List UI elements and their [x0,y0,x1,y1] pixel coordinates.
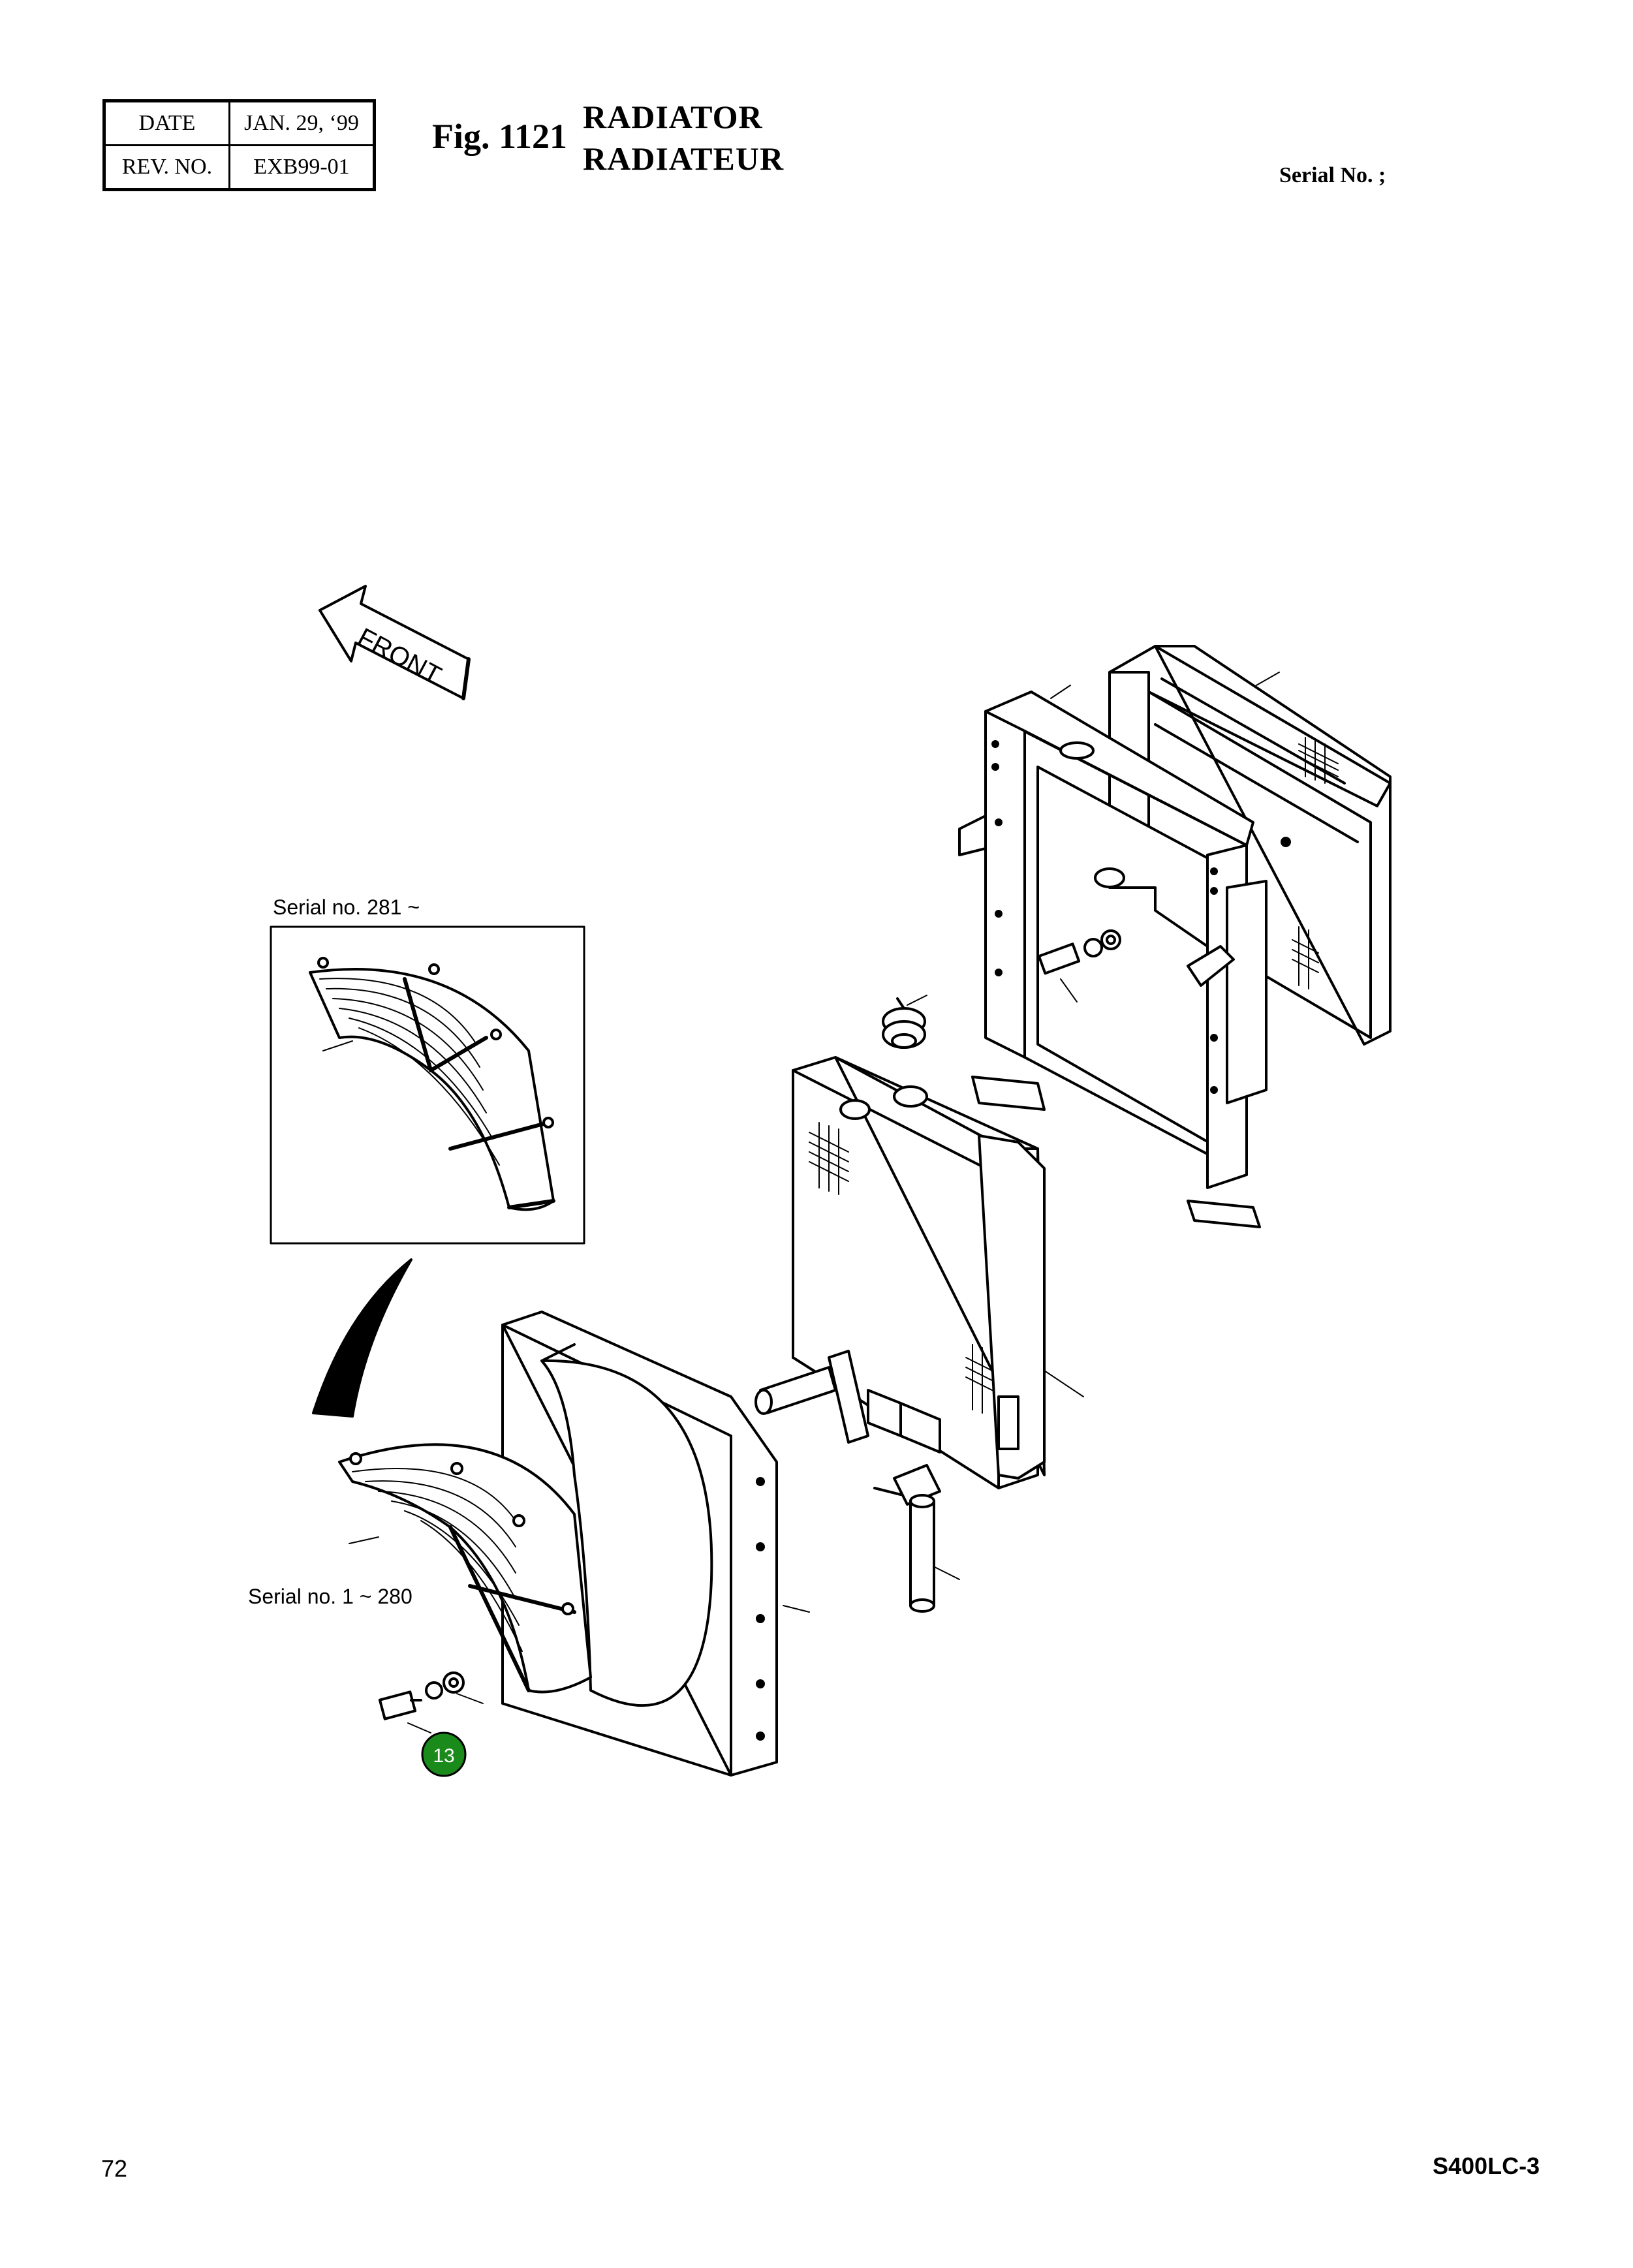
fan-ring-early [338,1443,592,1694]
page-number: 72 [101,2155,128,2182]
figure-number: Fig. 1121 [432,117,568,156]
main-serial-label: Serial no. 1 ~ 280 [248,1585,412,1608]
serial-number-label: Serial No. ; [1279,163,1386,187]
title-english: RADIATOR [583,99,763,135]
date-label: DATE [103,100,230,146]
callout-13-marker[interactable] [421,1732,467,1777]
drain-hose [873,1464,960,1613]
rev-value: EXB99-01 [228,144,375,191]
revision-table: DATE JAN. 29, ‘99 REV. NO. EXB99-01 [102,99,376,191]
title-french: RADIATEUR [583,140,785,177]
callout-13-number: 13 [433,1745,454,1767]
radiator-cap [882,995,927,1049]
frame-bolt-set [1037,867,1209,1002]
front-arrow: FRONT [319,585,471,700]
inset-serial-label: Serial no. 281 ~ [273,895,420,919]
radiator-frame [958,685,1291,1228]
fan-ring-late [309,957,555,1211]
date-value: JAN. 29, ‘99 [228,100,375,146]
transition-arrow-icon [312,1258,412,1418]
model-number: S400LC-3 [1433,2152,1540,2179]
shroud-bolt-set [378,1671,484,1733]
rev-label: REV. NO. [103,144,230,191]
radiator-core [754,1056,1084,1489]
callout-13[interactable]: 13 [421,1732,467,1777]
